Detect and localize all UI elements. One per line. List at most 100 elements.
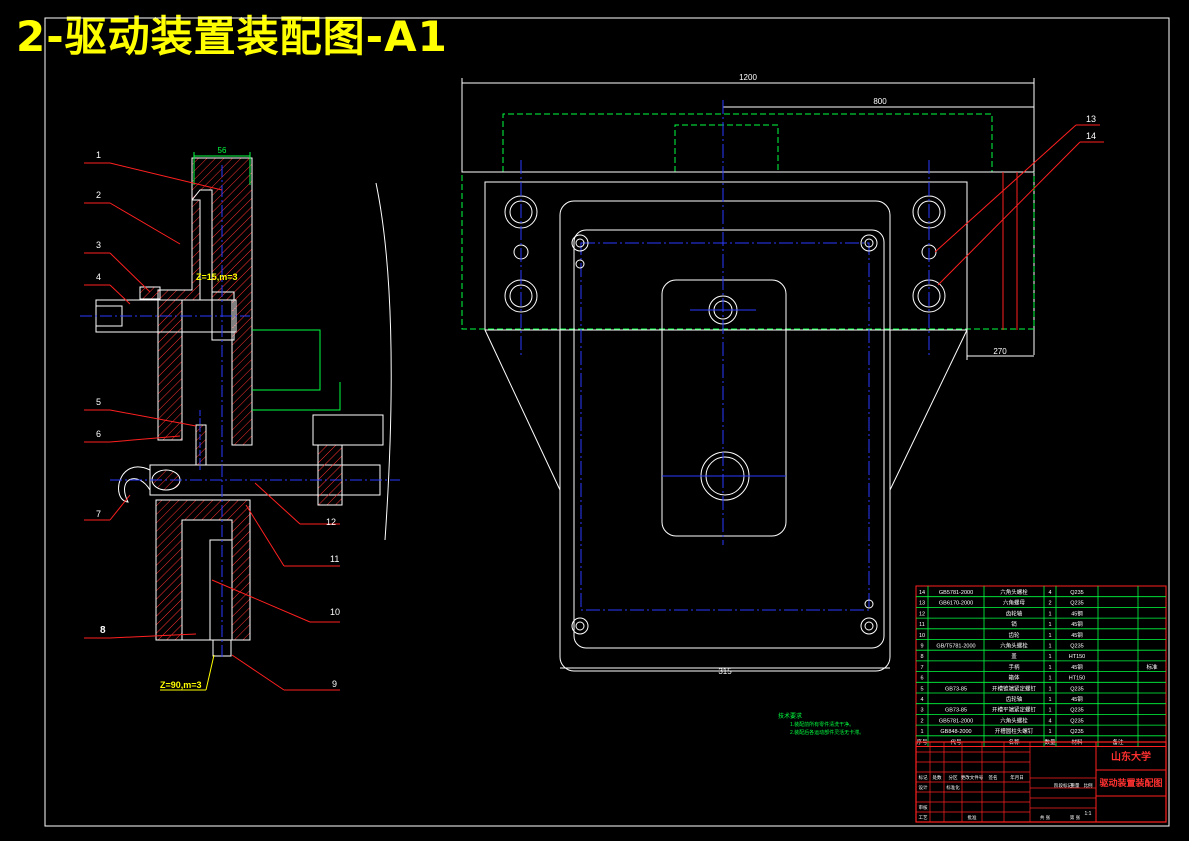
part-callout: 8: [100, 625, 106, 636]
bom-cell: 11: [919, 622, 925, 628]
part-callout: 13: [1086, 114, 1096, 124]
title-block-field: 标记: [919, 774, 928, 781]
drawing-border: [44, 17, 1170, 827]
bom-cell: 6: [920, 676, 923, 682]
bom-cell: Q235: [1070, 718, 1083, 724]
notes-line: 2.装配后各运动部件灵活无卡滞。: [790, 729, 864, 736]
bom-cell: 开槽圆柱头螺钉: [995, 727, 1034, 735]
bom-cell: GB/T5781-2000: [936, 644, 975, 650]
housing-lower-section: [155, 499, 251, 641]
handle-knob: [118, 466, 151, 503]
part-callout: 6: [96, 429, 101, 439]
title-block-field: 分区: [949, 774, 958, 781]
bom-cell: GB5781-2000: [939, 590, 973, 596]
title-block-field: 签名: [989, 774, 998, 781]
drawing-name: 驱动装置装配图: [1099, 777, 1162, 788]
part-callout: 11: [330, 554, 339, 564]
drawing-title: 2-驱动装置装配图-A1: [16, 12, 448, 61]
dim-315-text: 315: [718, 667, 732, 676]
part-callout: 2: [96, 190, 101, 200]
bom-cell: HT150: [1069, 654, 1086, 660]
bom-cell: 箱体: [1008, 674, 1020, 682]
bom-cell: 1: [1048, 697, 1051, 703]
title-block-field: 比例: [1084, 782, 1093, 789]
bom-cell: 1: [920, 729, 923, 735]
bom-cell: 开槽平端紧定螺钉: [992, 706, 1037, 714]
bom-cell: Q235: [1070, 686, 1083, 692]
bom-cell: 六角头螺栓: [1000, 588, 1028, 596]
bom-cell: 12: [919, 611, 925, 617]
dim-1200-text: 1200: [739, 73, 757, 82]
school-name: 山东大学: [1111, 750, 1151, 763]
bom-cell: 1: [1048, 676, 1051, 682]
part-callouts: 1 2 3 4 5 6 7 8 9 10 11 12: [84, 150, 340, 691]
bom-cell: 1: [1048, 729, 1051, 735]
technical-notes: 技术要求 1.装配前所有零件清洗干净。 2.装配后各运动部件灵活无卡滞。: [778, 712, 864, 736]
part-callout: 9: [332, 679, 337, 689]
bom-cell: 45钢: [1071, 663, 1083, 671]
scale-value: 1:1: [1085, 811, 1092, 817]
bom-cell: GB5781-2000: [939, 718, 973, 724]
gear-web: [209, 539, 233, 641]
bom-cell: 3: [920, 708, 923, 714]
bom-cell: Q235: [1070, 601, 1083, 607]
bom-cell: 2: [920, 718, 923, 724]
bom-cell: GB848-2000: [940, 729, 971, 735]
title-block-field: 第 张: [1070, 814, 1081, 821]
bom-cell: GB73-85: [945, 686, 967, 692]
bom-cell: GB73-85: [945, 708, 967, 714]
frame-curve: [375, 182, 392, 541]
mounting-plate: [484, 181, 968, 331]
plan-view: 1200 800 270: [461, 73, 1104, 676]
dim-800-text: 800: [873, 97, 887, 106]
part-callout: 14: [1086, 131, 1096, 141]
bom-cell: 4: [920, 697, 923, 703]
bom-cell: 六角螺母: [1003, 599, 1026, 607]
bom-cell: 45钢: [1071, 631, 1083, 639]
title-block-field: 年月日: [1010, 774, 1024, 781]
bom-cell: 45钢: [1071, 620, 1083, 628]
bom-cell: 8: [920, 654, 923, 660]
inspection-cover: [661, 279, 787, 537]
set-screw: [139, 286, 161, 300]
corner-bolts: [571, 234, 878, 635]
bom-cell: 齿轮轴: [1006, 609, 1023, 617]
section-view: 56 Z=15,m=3 Z=90,m=3 1 2 3 4 5 6: [80, 146, 400, 691]
bom-cell: 销: [1011, 620, 1017, 628]
output-gear: [317, 444, 343, 506]
bom-cell: 1: [1048, 708, 1051, 714]
title-block-field: 审核: [919, 804, 928, 811]
title-block-field: 处数: [933, 774, 942, 781]
title-block-field: 更改文件号: [961, 774, 984, 781]
bom-cell: 1: [1048, 644, 1051, 650]
dim-top-text: 56: [218, 146, 227, 155]
gearbox-cover: [573, 229, 885, 649]
bom-cell: 开槽锥端紧定螺钉: [992, 684, 1037, 692]
notes-line: 1.装配前所有零件清洗干净。: [790, 721, 854, 728]
top-beam: [461, 82, 1035, 173]
bom-cell: 4: [1048, 718, 1051, 724]
bom-cell: 标准: [1146, 663, 1158, 671]
bom-cell: HT150: [1069, 676, 1086, 682]
part-callout: 10: [330, 607, 340, 617]
bom-cell: 1: [1048, 686, 1051, 692]
bom-cell: 齿轮: [1008, 631, 1020, 639]
title-block-field: 重量: [1071, 782, 1080, 789]
bom-cell: 齿轮轴: [1006, 695, 1023, 703]
bom-cell: 14: [919, 590, 925, 596]
bom-cell: 5: [920, 686, 923, 692]
bracket: [312, 414, 384, 446]
bom-cell: 1: [1048, 622, 1051, 628]
bom-cell: 1: [1048, 665, 1051, 671]
dim-270-text: 270: [993, 347, 1007, 356]
bom-cell: 2: [1048, 601, 1051, 607]
bom-cell: GB6170-2000: [939, 601, 973, 607]
bom-cell: 10: [919, 633, 925, 639]
housing-left-section: [157, 199, 201, 441]
part-callout: 5: [96, 397, 101, 407]
title-block-field: 标准化: [946, 784, 960, 791]
bom-cell: 45钢: [1071, 695, 1083, 703]
notes-heading: 技术要求: [778, 712, 802, 720]
gearbox-housing: [559, 200, 891, 672]
